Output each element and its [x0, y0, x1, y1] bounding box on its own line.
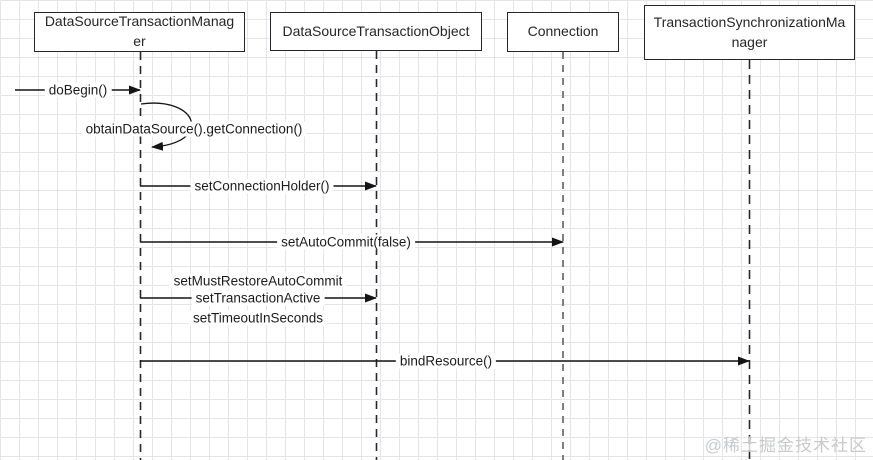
actor-box-transaction-synchronization-manager: TransactionSynchronizationManager — [644, 5, 855, 60]
actor-box-datasource-transaction-manager: DataSourceTransactionManager — [34, 12, 245, 52]
message-label-set-connection-holder: setConnectionHolder() — [190, 178, 334, 194]
message-label-bind-resource: bindResource() — [395, 353, 497, 369]
message-label-dobegin: doBegin() — [44, 82, 112, 98]
watermark-text: @稀土掘金技术社区 — [704, 436, 867, 455]
actor-box-connection: Connection — [507, 12, 619, 52]
actor-label: DataSourceTransactionObject — [282, 22, 470, 39]
message-label-set-must-restore-auto-commit: setMustRestoreAutoCommit — [169, 273, 347, 289]
message-arrow-self-obtain-datasource — [140, 102, 193, 151]
actor-box-datasource-transaction-object: DataSourceTransactionObject — [270, 12, 482, 51]
actor-label: DataSourceTransactionManager — [44, 13, 235, 49]
actor-label: TransactionSynchronizationManager — [653, 13, 846, 50]
message-label-obtain-datasource-get-connection: obtainDataSource().getConnection() — [81, 121, 307, 137]
message-label-set-timeout-in-seconds: setTimeoutInSeconds — [188, 310, 328, 326]
actor-label: Connection — [527, 23, 599, 40]
message-label-set-auto-commit: setAutoCommit(false) — [277, 234, 415, 250]
message-label-set-transaction-active: setTransactionActive — [191, 290, 325, 306]
